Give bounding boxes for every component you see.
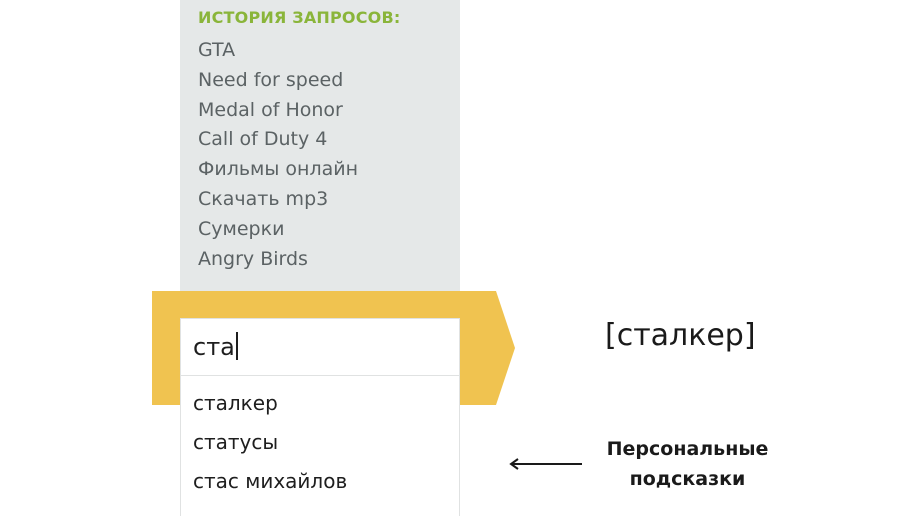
arrow-left-icon	[509, 458, 582, 470]
search-input[interactable]: ста	[180, 318, 460, 376]
history-item[interactable]: Фильмы онлайн	[198, 158, 359, 181]
annotation-line-1: Персональные	[606, 438, 769, 460]
text-caret	[235, 332, 238, 360]
history-item[interactable]: Сумерки	[198, 217, 285, 240]
suggestions-dropdown: сталкер статусы стас михайлов	[180, 376, 460, 516]
history-list: GTA Need for speed Medal of Honor Call o…	[198, 36, 358, 274]
suggestion-item[interactable]: сталкер	[193, 391, 278, 415]
history-item[interactable]: Medal of Honor	[198, 98, 343, 121]
history-item[interactable]: Скачать mp3	[198, 187, 329, 210]
annotation-label: Персональные подсказки	[600, 434, 775, 494]
annotation-line-2: подсказки	[629, 468, 746, 490]
history-item[interactable]: GTA	[198, 39, 236, 61]
history-item[interactable]: Call of Duty 4	[198, 128, 328, 151]
search-history-panel: ИСТОРИЯ ЗАПРОСОВ: GTA Need for speed Med…	[180, 0, 460, 292]
query-result: [сталкер]	[605, 318, 756, 353]
suggestion-item[interactable]: стас михайлов	[193, 469, 348, 493]
history-item[interactable]: Need for speed	[198, 68, 344, 91]
history-item[interactable]: Angry Birds	[198, 247, 308, 270]
history-title: ИСТОРИЯ ЗАПРОСОВ:	[198, 8, 401, 27]
suggestion-item[interactable]: статусы	[193, 430, 279, 454]
search-input-value: ста	[193, 332, 238, 362]
